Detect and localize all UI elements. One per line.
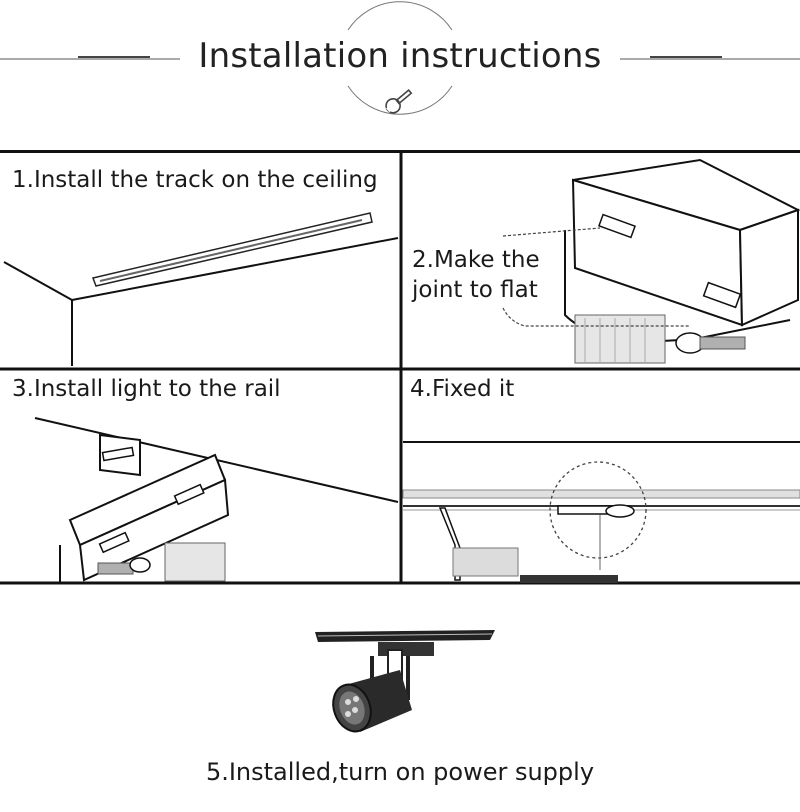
step-panels: 1.Install the track on the ceiling 2.Mak… [0,150,800,590]
install-light-drawing [34,417,399,583]
panel-grid [0,150,800,585]
ceiling-drawing [3,212,399,366]
joint-drawing [502,158,800,364]
step-2-line-2: joint to flat [412,276,538,303]
step-4-label: 4.Fixed it [410,376,515,402]
wrench-icon [385,88,413,114]
step-2-label: 2.Make the joint to flat [412,246,540,306]
page-title: Installation instructions [198,36,602,76]
header: Installation instructions [0,0,800,150]
step-1-label: 1.Install the track on the ceiling [12,167,378,193]
step-3-label: 3.Install light to the rail [12,376,281,402]
header-decoration [0,1,800,115]
step-2-line-1: 2.Make the [412,247,540,273]
step-5-label: 5.Installed,turn on power supply [205,758,595,786]
final-step: 5.Installed,turn on power supply [0,590,800,812]
fixed-drawing [402,441,800,583]
track-light-drawing [315,630,495,733]
